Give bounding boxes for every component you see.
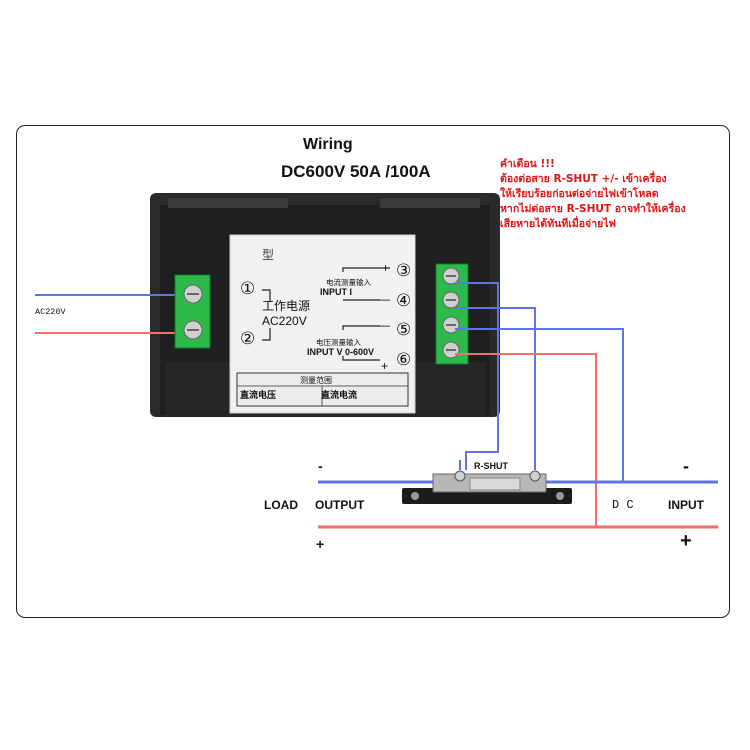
shunt-label: R-SHUT — [474, 461, 508, 471]
wire-terminal-5 — [455, 328, 624, 482]
output-label: OUTPUT — [315, 498, 365, 512]
terminal-2-label: ② — [240, 329, 256, 348]
wire-terminal-6 — [455, 353, 597, 527]
terminal-6-label: ⑥ — [396, 350, 412, 369]
terminal-1-label: ① — [240, 279, 256, 298]
label-range: 测量范围 — [300, 376, 332, 385]
terminal-block-left — [174, 274, 211, 349]
plus-sign-a: + — [382, 261, 390, 275]
diagram-title: Wiring — [303, 136, 353, 153]
warning-line-1: คำเตือน !!! — [500, 158, 555, 170]
terminal-block-right — [435, 263, 469, 365]
label-ac220v: AC220V — [262, 314, 307, 328]
load-label: LOAD — [264, 498, 298, 512]
label-model: 型 — [262, 248, 275, 262]
label-power: 工作电源 — [262, 299, 311, 313]
warning-line-2: ต้องต่อสาย R-SHUT +/- เข้าเครื่อง — [500, 173, 667, 185]
minus-sign-b: — — [378, 318, 390, 332]
plus-right: + — [680, 530, 692, 552]
minus-right: - — [683, 456, 689, 476]
shunt-resistor-icon — [402, 470, 572, 504]
terminal-3-label: ③ — [396, 261, 412, 280]
diagram-subtitle: DC600V 50A /100A — [281, 162, 431, 181]
wire-terminal-4 — [455, 307, 536, 470]
dc-label: D C — [612, 498, 634, 512]
ac220v-wire-label: AC220V — [35, 307, 66, 317]
label-dc-current: 直流电流 — [321, 391, 358, 401]
warning-line-5: เสียหายได้ทันทีเมื่อจ่ายไฟ — [500, 218, 616, 230]
label-voltage-in: 电压测量输入 — [316, 338, 361, 347]
label-current-in: 电流测量输入 — [326, 278, 371, 287]
label-input-v: INPUT V 0-600V — [307, 347, 375, 357]
plus-left: + — [316, 536, 325, 552]
wire-terminal-3 — [455, 282, 499, 470]
minus-left: - — [318, 458, 323, 474]
warning-line-4: หากไม่ต่อสาย R-SHUT อาจทำให้เครื่อง — [500, 203, 686, 215]
minus-sign-a: — — [378, 292, 390, 306]
terminal-5-label: ⑤ — [396, 320, 412, 339]
input-label: INPUT — [668, 498, 704, 512]
range-box — [236, 372, 409, 407]
label-input-i: INPUT I — [320, 287, 353, 297]
plus-sign-b: + — [381, 359, 389, 373]
warning-line-3: ให้เรียบร้อยก่อนต่อจ่ายไฟเข้าโหลด — [500, 188, 659, 200]
terminal-4-label: ④ — [396, 291, 412, 310]
label-dc-voltage: 直流电压 — [240, 391, 277, 401]
